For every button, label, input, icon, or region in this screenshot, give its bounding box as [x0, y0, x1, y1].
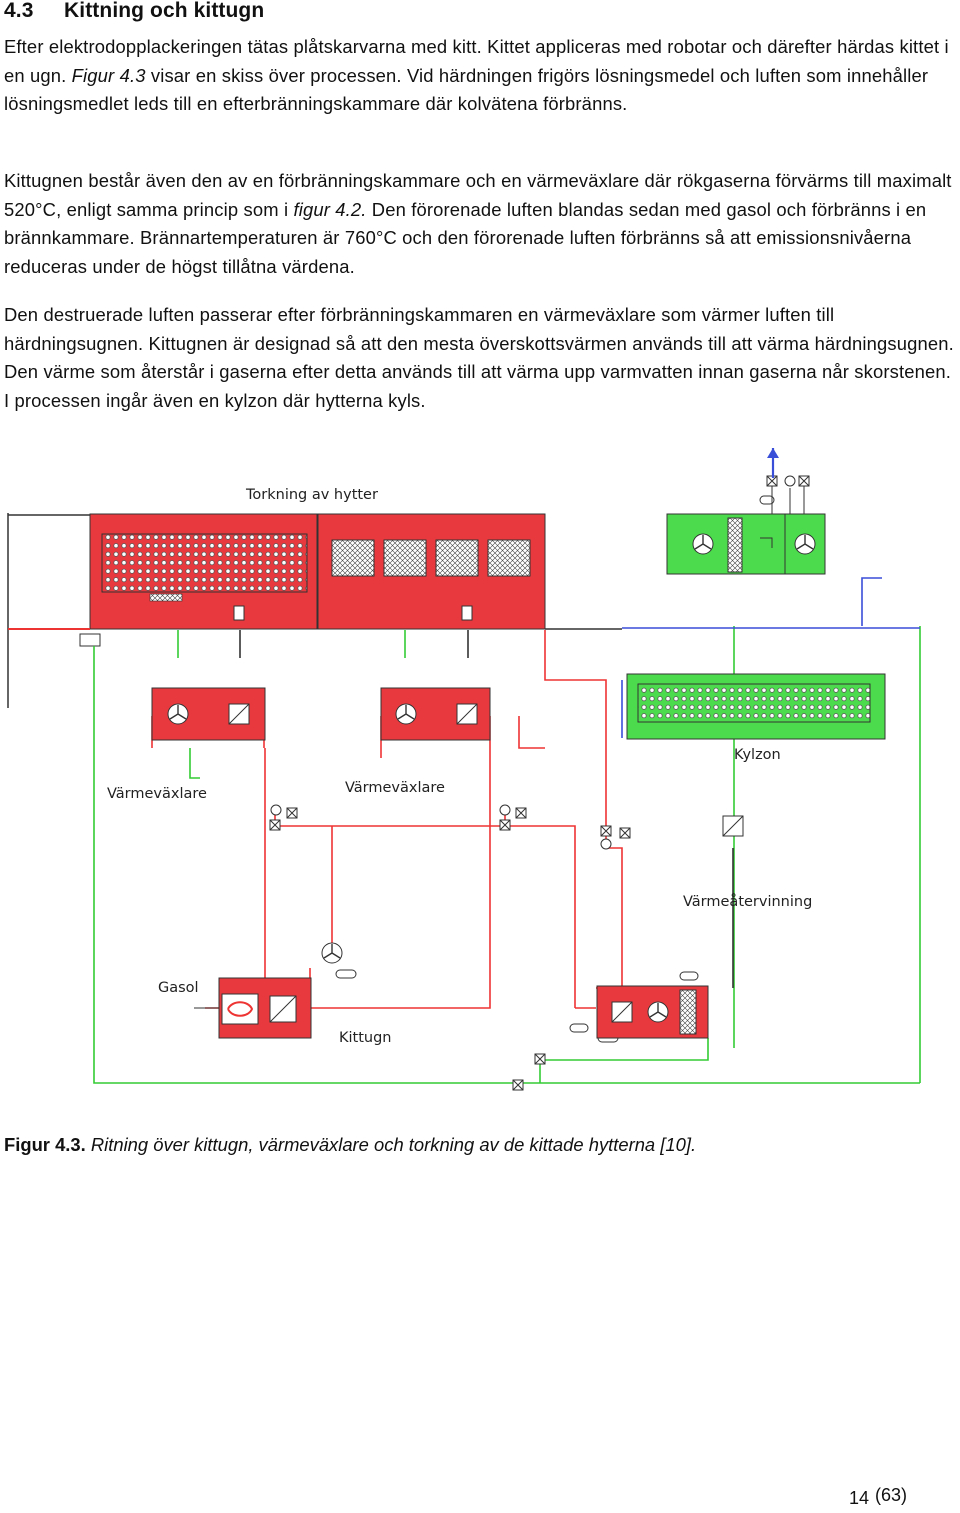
heat-exchanger-middle: Värmeväxlare	[345, 687, 491, 796]
conveyor-window-1	[331, 539, 375, 577]
conveyor-window-2	[383, 539, 427, 577]
caption-label: Figur 4.3.	[4, 1134, 86, 1155]
text-run: Den förorenade luften blandas sedan med …	[4, 198, 927, 277]
cooling-zone-label: Kylzon	[734, 747, 781, 763]
page-total: (63)	[875, 1485, 908, 1505]
section-heading: 4.3 Kittning och kittugn	[4, 0, 264, 23]
oven-label: Kittugn	[339, 1030, 392, 1046]
heat-recovery: Värmeåtervinning	[683, 815, 812, 910]
drying-zone: Torkning av hytter	[7, 487, 622, 708]
figure-ref: Figur 4.3	[71, 64, 146, 86]
hx-left-label: Värmeväxlare	[107, 786, 207, 802]
fan	[321, 942, 343, 964]
text-run: Kittugnen består även den av en förbränn…	[4, 170, 952, 220]
recovery-unit	[596, 985, 709, 1039]
figure-ref: figur 4.2.	[293, 198, 367, 220]
gas-label: Gasol	[158, 980, 199, 996]
cooling-unit: Kylzon	[626, 448, 886, 763]
caption-text: Ritning över kittugn, värmeväxlare och t…	[90, 1134, 697, 1155]
page-current: 14	[849, 1488, 870, 1508]
conveyor-window-4	[487, 539, 531, 577]
text-run: Efter elektrodopplackeringen tätas plåts…	[4, 36, 949, 86]
drying-label: Torkning av hytter	[245, 487, 378, 503]
text-run: Den destruerade luften passerar efter fö…	[4, 304, 954, 411]
page-number: 14(63)	[849, 1485, 908, 1509]
figure-caption: Figur 4.3. Ritning över kittugn, värmevä…	[4, 1131, 696, 1159]
text-run: visar en skiss över processen. Vid härdn…	[4, 64, 929, 115]
conveyor-grid-left	[101, 533, 308, 593]
heat-exchanger-left: Värmeväxlare	[107, 687, 266, 802]
paragraph-2: Kittugnen består även den av en förbränn…	[4, 167, 959, 281]
conveyor-window-3	[435, 539, 479, 577]
kittugn-unit: Gasol Kittugn	[158, 977, 392, 1046]
heat-recovery-label: Värmeåtervinning	[683, 893, 812, 910]
process-diagram: Torkning av hytter Vä	[7, 448, 921, 1091]
section-number: 4.3	[4, 0, 34, 22]
paragraph-1: Efter elektrodopplackeringen tätas plåts…	[4, 33, 959, 119]
valves	[269, 475, 810, 1091]
paragraph-3: Den destruerade luften passerar efter fö…	[4, 301, 959, 415]
section-title: Kittning och kittugn	[64, 0, 265, 22]
hx-middle-label: Värmeväxlare	[345, 780, 445, 796]
